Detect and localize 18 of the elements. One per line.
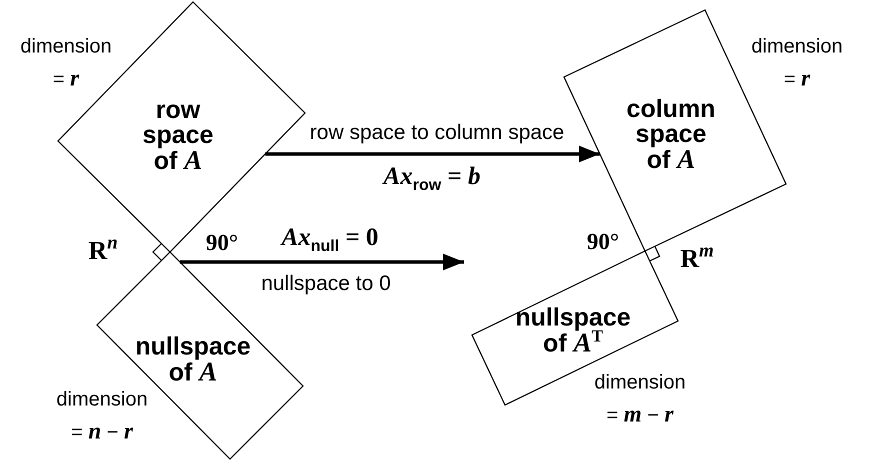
equation-label: Ax$_{row}$ = b	[384, 163, 480, 191]
edge-label: nullspace to 0	[261, 272, 391, 296]
angle-label: 90°	[206, 230, 238, 256]
space-label: R$^{n}$	[88, 237, 118, 265]
region-label: nullspace of A$^{T}$	[514, 306, 632, 356]
space-label: R$^{m}$	[680, 245, 714, 273]
arrow	[180, 254, 464, 270]
arrow	[265, 146, 600, 162]
region-label: column space of A	[626, 97, 716, 173]
equation-label: Ax$_{null}$ = 0	[282, 224, 378, 252]
angle-label: 90°	[586, 229, 620, 255]
edge-label: row space to column space	[310, 121, 564, 145]
region-label: nullspace of A	[134, 334, 252, 386]
dimension-note: dimension = n − r	[55, 388, 149, 446]
dimension-note: dimension = r	[750, 34, 844, 92]
dimension-note: dimension = r	[19, 34, 113, 92]
dimension-note: dimension = m − r	[593, 370, 687, 428]
region-label: row space of A	[142, 98, 214, 174]
